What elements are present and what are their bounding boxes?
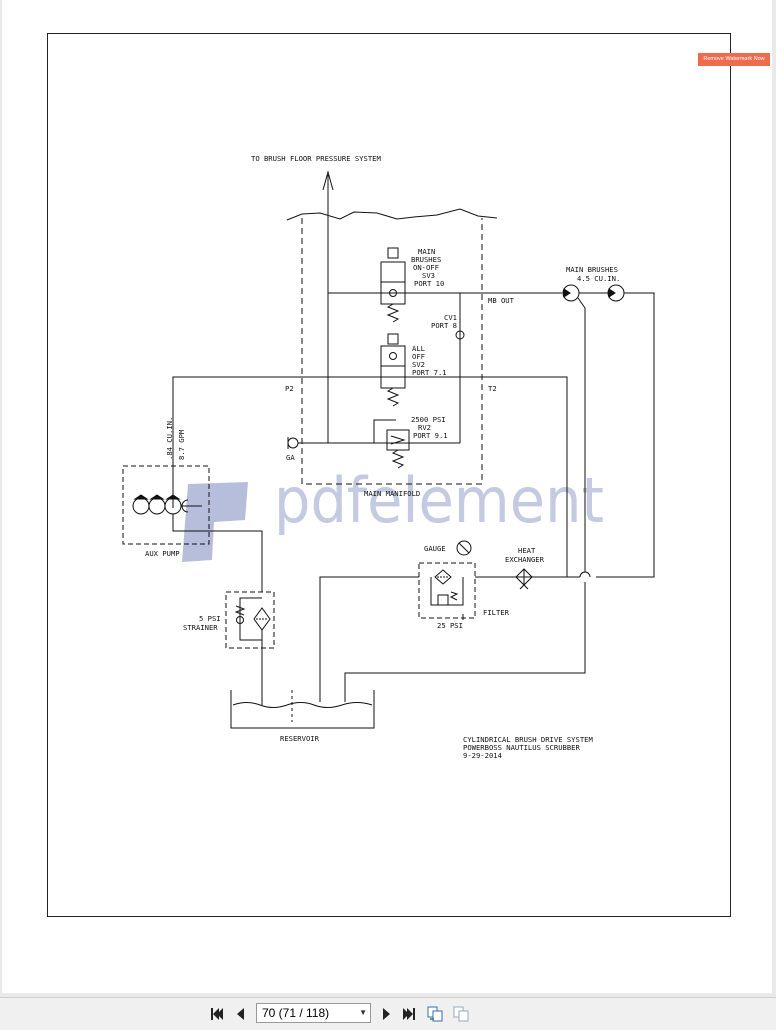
title-line-3: 9-29-2014 bbox=[463, 751, 502, 760]
single-page-view-icon[interactable] bbox=[426, 1005, 444, 1023]
gauge-icon bbox=[456, 540, 472, 556]
arrow-up-icon bbox=[322, 170, 334, 191]
label-mb-out: MB OUT bbox=[488, 296, 515, 305]
next-page-icon[interactable] bbox=[377, 1005, 395, 1023]
label-t2: T2 bbox=[488, 384, 497, 393]
sv2-valve bbox=[380, 333, 406, 407]
drain-to-reservoir bbox=[344, 582, 586, 702]
reservoir-tank bbox=[230, 690, 375, 729]
filter-box bbox=[418, 562, 476, 619]
label-cv1-2: PORT 8 bbox=[431, 321, 457, 330]
label-gauge: GAUGE bbox=[424, 544, 446, 553]
label-sv3-4: SV3 bbox=[422, 271, 435, 280]
pdfelement-logo-icon bbox=[182, 482, 248, 562]
main-manifold-box bbox=[301, 218, 483, 485]
title-line-2: POWERBOSS NAUTILUS SCRUBBER bbox=[463, 743, 581, 752]
label-main-manifold: MAIN MANIFOLD bbox=[364, 489, 420, 498]
prev-page-icon[interactable] bbox=[232, 1005, 250, 1023]
watermark-text: pdfelement bbox=[274, 464, 604, 537]
label-strainer: STRAINER bbox=[183, 623, 218, 632]
label-top: TO BRUSH FLOOR PRESSURE SYSTEM bbox=[251, 154, 381, 163]
label-pump-displacement: .84 CU.IN. bbox=[165, 417, 174, 460]
label-sv2-3: SV2 bbox=[412, 360, 425, 369]
label-rv2-2: RV2 bbox=[418, 423, 431, 432]
title-line-1: CYLINDRICAL BRUSH DRIVE SYSTEM bbox=[463, 735, 593, 744]
page-navigation-toolbar: 70 (71 / 118) ▼ bbox=[0, 997, 776, 1030]
label-strainer-psi: 5 PSI bbox=[199, 614, 221, 623]
break-line bbox=[286, 208, 498, 221]
label-rv2-3: PORT 9.1 bbox=[413, 431, 448, 440]
label-p2: P2 bbox=[285, 384, 294, 393]
label-reservoir: RESERVOIR bbox=[280, 734, 320, 743]
label-rv2-1: 2500 PSI bbox=[411, 415, 446, 424]
label-heat-1: HEAT bbox=[518, 546, 536, 555]
strainer-icon bbox=[234, 597, 271, 641]
strainer-box bbox=[225, 591, 275, 649]
document-viewer: pdfelement bbox=[0, 0, 776, 997]
p2-t2-line bbox=[172, 376, 568, 577]
chevron-down-icon: ▼ bbox=[359, 1008, 367, 1017]
label-sv3-1: MAIN bbox=[418, 247, 435, 256]
sv3-valve bbox=[380, 247, 406, 323]
filter-icon bbox=[430, 569, 464, 620]
reservoir-fluid bbox=[232, 702, 373, 708]
label-sv2-2: OFF bbox=[412, 352, 425, 361]
label-main-brushes-1: MAIN BRUSHES bbox=[566, 265, 618, 274]
pdfelement-watermark: pdfelement bbox=[182, 464, 604, 562]
label-sv3-2: BRUSHES bbox=[411, 255, 441, 264]
label-cv1-1: CV1 bbox=[444, 313, 457, 322]
label-sv3-5: PORT 10 bbox=[414, 279, 444, 288]
drawing-border bbox=[47, 33, 731, 917]
suction-line bbox=[172, 514, 263, 592]
label-aux-pump: AUX PUMP bbox=[145, 549, 180, 558]
pdf-page: pdfelement bbox=[2, 0, 772, 993]
label-filter-psi: 25 PSI bbox=[437, 621, 463, 630]
label-sv2-1: ALL bbox=[412, 344, 425, 353]
remove-watermark-button[interactable]: Remove Watermark Now bbox=[698, 53, 770, 66]
continuous-view-icon[interactable] bbox=[452, 1005, 470, 1023]
label-pump-flow: 8.7 GPM bbox=[177, 429, 186, 460]
label-sv2-4: PORT 7.1 bbox=[412, 368, 447, 377]
aux-pump-box bbox=[122, 465, 210, 545]
page-selector[interactable]: 70 (71 / 118) ▼ bbox=[256, 1003, 371, 1023]
label-ga: GA bbox=[286, 453, 295, 462]
rv2-relief-valve bbox=[373, 419, 410, 469]
label-heat-2: EXCHANGER bbox=[505, 555, 545, 564]
hydraulic-schematic: pdfelement bbox=[122, 154, 655, 760]
cv1-check-valve bbox=[455, 330, 465, 340]
label-sv3-3: ON-OFF bbox=[413, 263, 439, 272]
first-page-icon[interactable] bbox=[208, 1005, 226, 1023]
last-page-icon[interactable] bbox=[400, 1005, 418, 1023]
brush-return-line bbox=[596, 292, 655, 578]
ga-port-icon bbox=[287, 437, 299, 449]
motor-drain-line bbox=[577, 297, 586, 572]
page-selector-value: 70 (71 / 118) bbox=[262, 1006, 330, 1020]
label-main-brushes-2: 4.5 CU.IN. bbox=[577, 274, 620, 283]
heat-exchanger-icon bbox=[515, 568, 533, 590]
return-line-left bbox=[319, 576, 419, 702]
label-filter: FILTER bbox=[483, 608, 510, 617]
